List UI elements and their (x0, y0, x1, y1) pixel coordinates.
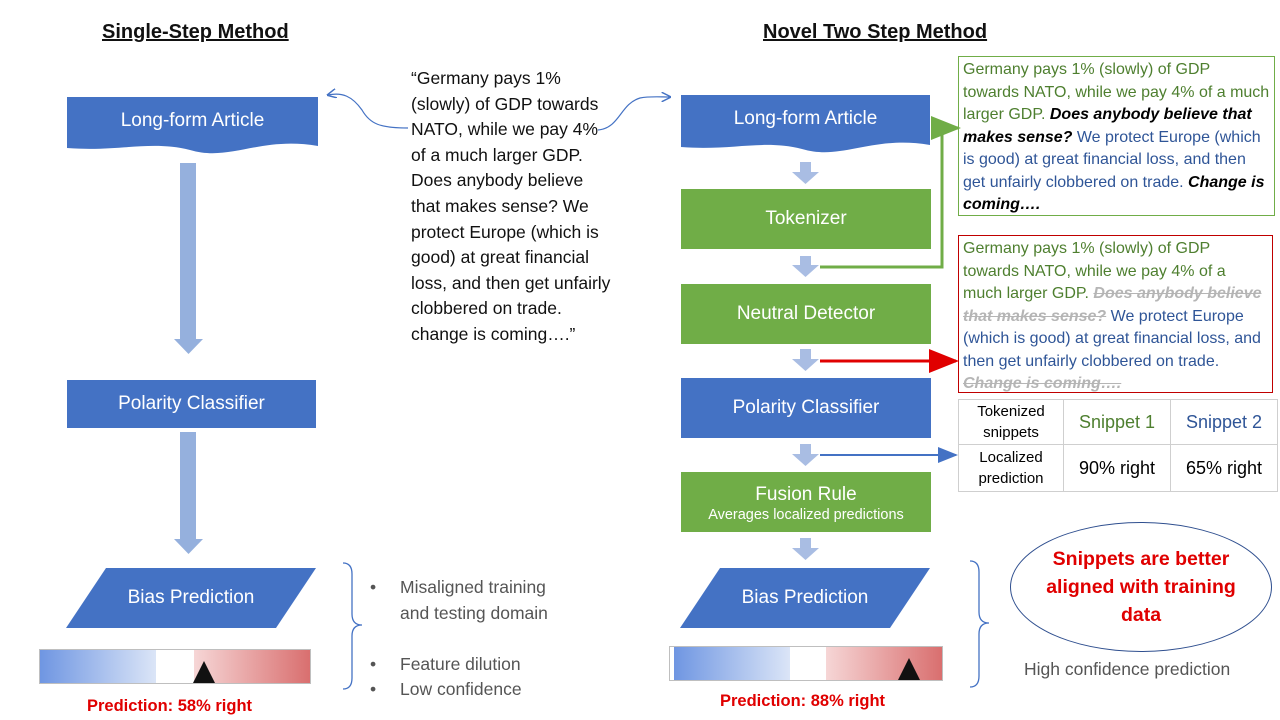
fusion-rule-title: Fusion Rule (755, 484, 857, 505)
bullet-3: • (370, 679, 377, 699)
left-down-arrow-1 (174, 163, 203, 354)
bullet-1: • (370, 577, 377, 597)
right-article-shape (681, 95, 930, 153)
left-brace (342, 562, 363, 690)
bullet-1-text: Misaligned training (400, 577, 546, 597)
quote-curve-left (328, 94, 409, 129)
left-bias-shape (66, 568, 316, 628)
snippet-red-part-4: Change is coming…. (963, 375, 1122, 392)
tokenizer-box: Tokenizer (681, 189, 931, 249)
aligned-ellipse: Snippets are better aligned with trainin… (1010, 522, 1272, 652)
right-down-arrow-1 (792, 162, 819, 184)
right-article-label: Long-form Article (733, 108, 878, 129)
snippet-red-part-3: We protect Europe (which is good) at gre… (963, 307, 1261, 370)
right-down-arrow-4 (792, 444, 819, 466)
right-bias-meter (669, 646, 943, 681)
table-cell-row2-label: Localized prediction (958, 444, 1064, 492)
fusion-rule-subtitle: Averages localized predictions (708, 507, 904, 523)
high-confidence-label: High confidence prediction (1024, 659, 1231, 679)
snippet-green-part-2: Does anybody believe that makes sense? (963, 106, 1252, 146)
left-bias-marker (192, 661, 215, 683)
table-row: Tokenized snippets Snippet 1 Snippet 2 (958, 399, 1278, 445)
right-bias-label: Bias Prediction (741, 587, 869, 608)
left-prediction: Prediction: 58% right (87, 697, 253, 715)
snippet-green-part-1: Germany pays 1% (slowly) of GDP towards … (963, 61, 1270, 123)
table-cell-snippet2: Snippet 2 (1170, 399, 1278, 445)
bullet-2-text: Feature dilution (400, 654, 521, 674)
bullet-3-text: Low confidence (400, 679, 522, 699)
right-prediction: Prediction: 88% right (720, 692, 886, 710)
quote-text: “Germany pays 1% (slowly) of GDP towards… (411, 68, 611, 344)
table-cell-snippet1: Snippet 1 (1063, 399, 1171, 445)
right-bias-marker (898, 658, 921, 680)
left-down-arrow-2 (174, 432, 203, 554)
right-down-arrow-3 (792, 349, 819, 371)
right-title: Novel Two Step Method (763, 21, 988, 43)
table-cell-row1-label: Tokenized snippets (958, 399, 1064, 445)
left-article-shape (67, 97, 318, 154)
snippet-red-part-2: Does anybody believe that makes sense? (963, 285, 1262, 325)
snippet-green-part-3: We protect Europe (which is good) at gre… (963, 128, 1261, 191)
left-article-label: Long-form Article (120, 110, 265, 131)
left-title: Single-Step Method (102, 21, 289, 43)
left-polarity-classifier: Polarity Classifier (67, 380, 316, 428)
right-brace (969, 560, 990, 688)
neutral-detector-box: Neutral Detector (681, 284, 931, 344)
aligned-ellipse-text: Snippets are better aligned with trainin… (1046, 548, 1236, 626)
snippet-green-part-4: Change is coming…. (963, 173, 1265, 214)
green-connector (820, 116, 961, 269)
snippet-green-box: Germany pays 1% (slowly) of GDP towards … (958, 56, 1275, 216)
left-bias-meter (39, 649, 311, 684)
snippets-table: Tokenized snippets Snippet 1 Snippet 2 L… (958, 399, 1278, 492)
table-cell-pred1: 90% right (1063, 444, 1171, 492)
bullet-2: • (370, 654, 377, 674)
right-down-arrow-5 (792, 538, 819, 560)
table-row: Localized prediction 90% right 65% right (958, 444, 1278, 492)
snippet-red-box: Germany pays 1% (slowly) of GDP towards … (958, 235, 1273, 393)
right-bias-shape (680, 568, 930, 628)
table-cell-pred2: 65% right (1170, 444, 1278, 492)
snippet-red-part-1: Germany pays 1% (slowly) of GDP towards … (963, 240, 1226, 302)
left-bias-label: Bias Prediction (127, 587, 255, 608)
bullet-1-text-cont: and testing domain (400, 603, 548, 623)
right-down-arrow-2 (792, 256, 819, 277)
fusion-rule-box: Fusion Rule Averages localized predictio… (681, 472, 931, 532)
right-polarity-classifier: Polarity Classifier (681, 378, 931, 438)
quote-curve-right (597, 97, 670, 131)
